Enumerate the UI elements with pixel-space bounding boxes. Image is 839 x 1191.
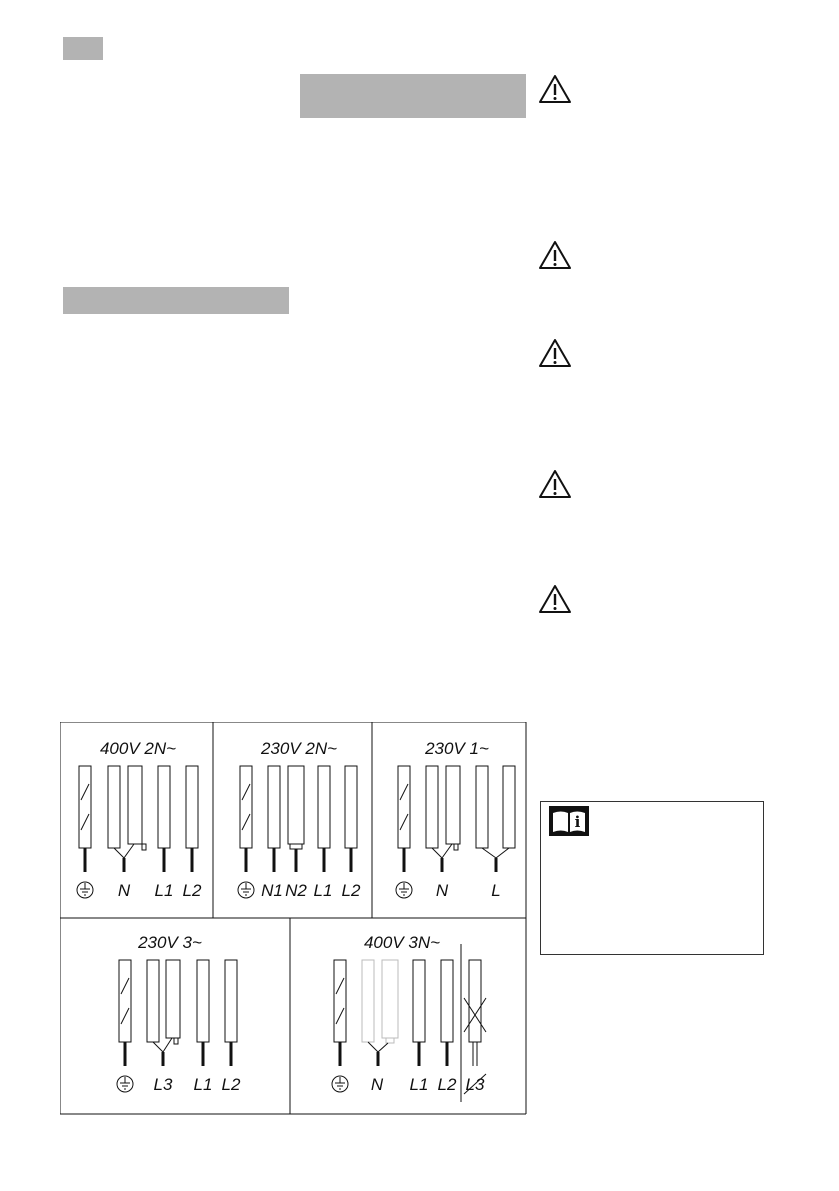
panel-title-230v-1: 230V 1~: [424, 739, 489, 758]
panel-title-400v-3n: 400V 3N~: [364, 933, 440, 952]
ground-symbol-icon: [76, 881, 94, 899]
ground-symbol-icon: [116, 1075, 134, 1093]
header-bar-small: [63, 37, 103, 60]
terminal-label: L2: [438, 1075, 457, 1094]
terminal-label: L2: [183, 881, 202, 900]
warning-triangle-icon: [539, 585, 571, 613]
warning-triangle-icon: [539, 75, 571, 103]
terminal-label: N: [371, 1075, 384, 1094]
terminal-label: L1: [155, 881, 174, 900]
terminal-label: N1: [261, 881, 283, 900]
section-bar: [63, 287, 289, 314]
warning-triangle-icon: [539, 339, 571, 367]
panel-230v-2n: [239, 765, 358, 872]
info-glyph: i: [575, 813, 581, 831]
panel-title-230v-3: 230V 3~: [137, 933, 202, 952]
ground-symbol-icon: [237, 881, 255, 899]
terminal-label: N2: [285, 881, 307, 900]
wiring-diagram: 400V 2N~ 230V 2N~ 230V 1~ 230V 3~ 400V 3…: [60, 722, 527, 1115]
panel-400v-2n: [78, 765, 199, 872]
terminal-label: L: [491, 881, 500, 900]
terminal-label: L1: [410, 1075, 429, 1094]
panel-230v-3: [118, 959, 238, 1066]
terminal-label: L1: [314, 881, 333, 900]
ground-symbol-icon: [395, 881, 413, 899]
manual-info-icon: i: [549, 806, 589, 836]
panel-230v-1: [397, 765, 516, 872]
panel-title-230v-2n: 230V 2N~: [260, 739, 337, 758]
warning-triangle-icon: [539, 470, 571, 498]
terminal-label: L2: [222, 1075, 241, 1094]
terminal-label: N: [436, 881, 449, 900]
cross-out-mark: [463, 1073, 487, 1095]
terminal-label: L3: [154, 1075, 173, 1094]
panel-title-400v-2n: 400V 2N~: [100, 739, 176, 758]
panel-400v-3n: [333, 944, 487, 1102]
info-box: i: [540, 801, 764, 955]
warning-triangle-icon: [539, 241, 571, 269]
terminal-label: N: [118, 881, 131, 900]
header-bar-right: [300, 74, 526, 118]
ground-symbol-icon: [331, 1075, 349, 1093]
terminal-label: L2: [342, 881, 361, 900]
terminal-label: L1: [194, 1075, 213, 1094]
